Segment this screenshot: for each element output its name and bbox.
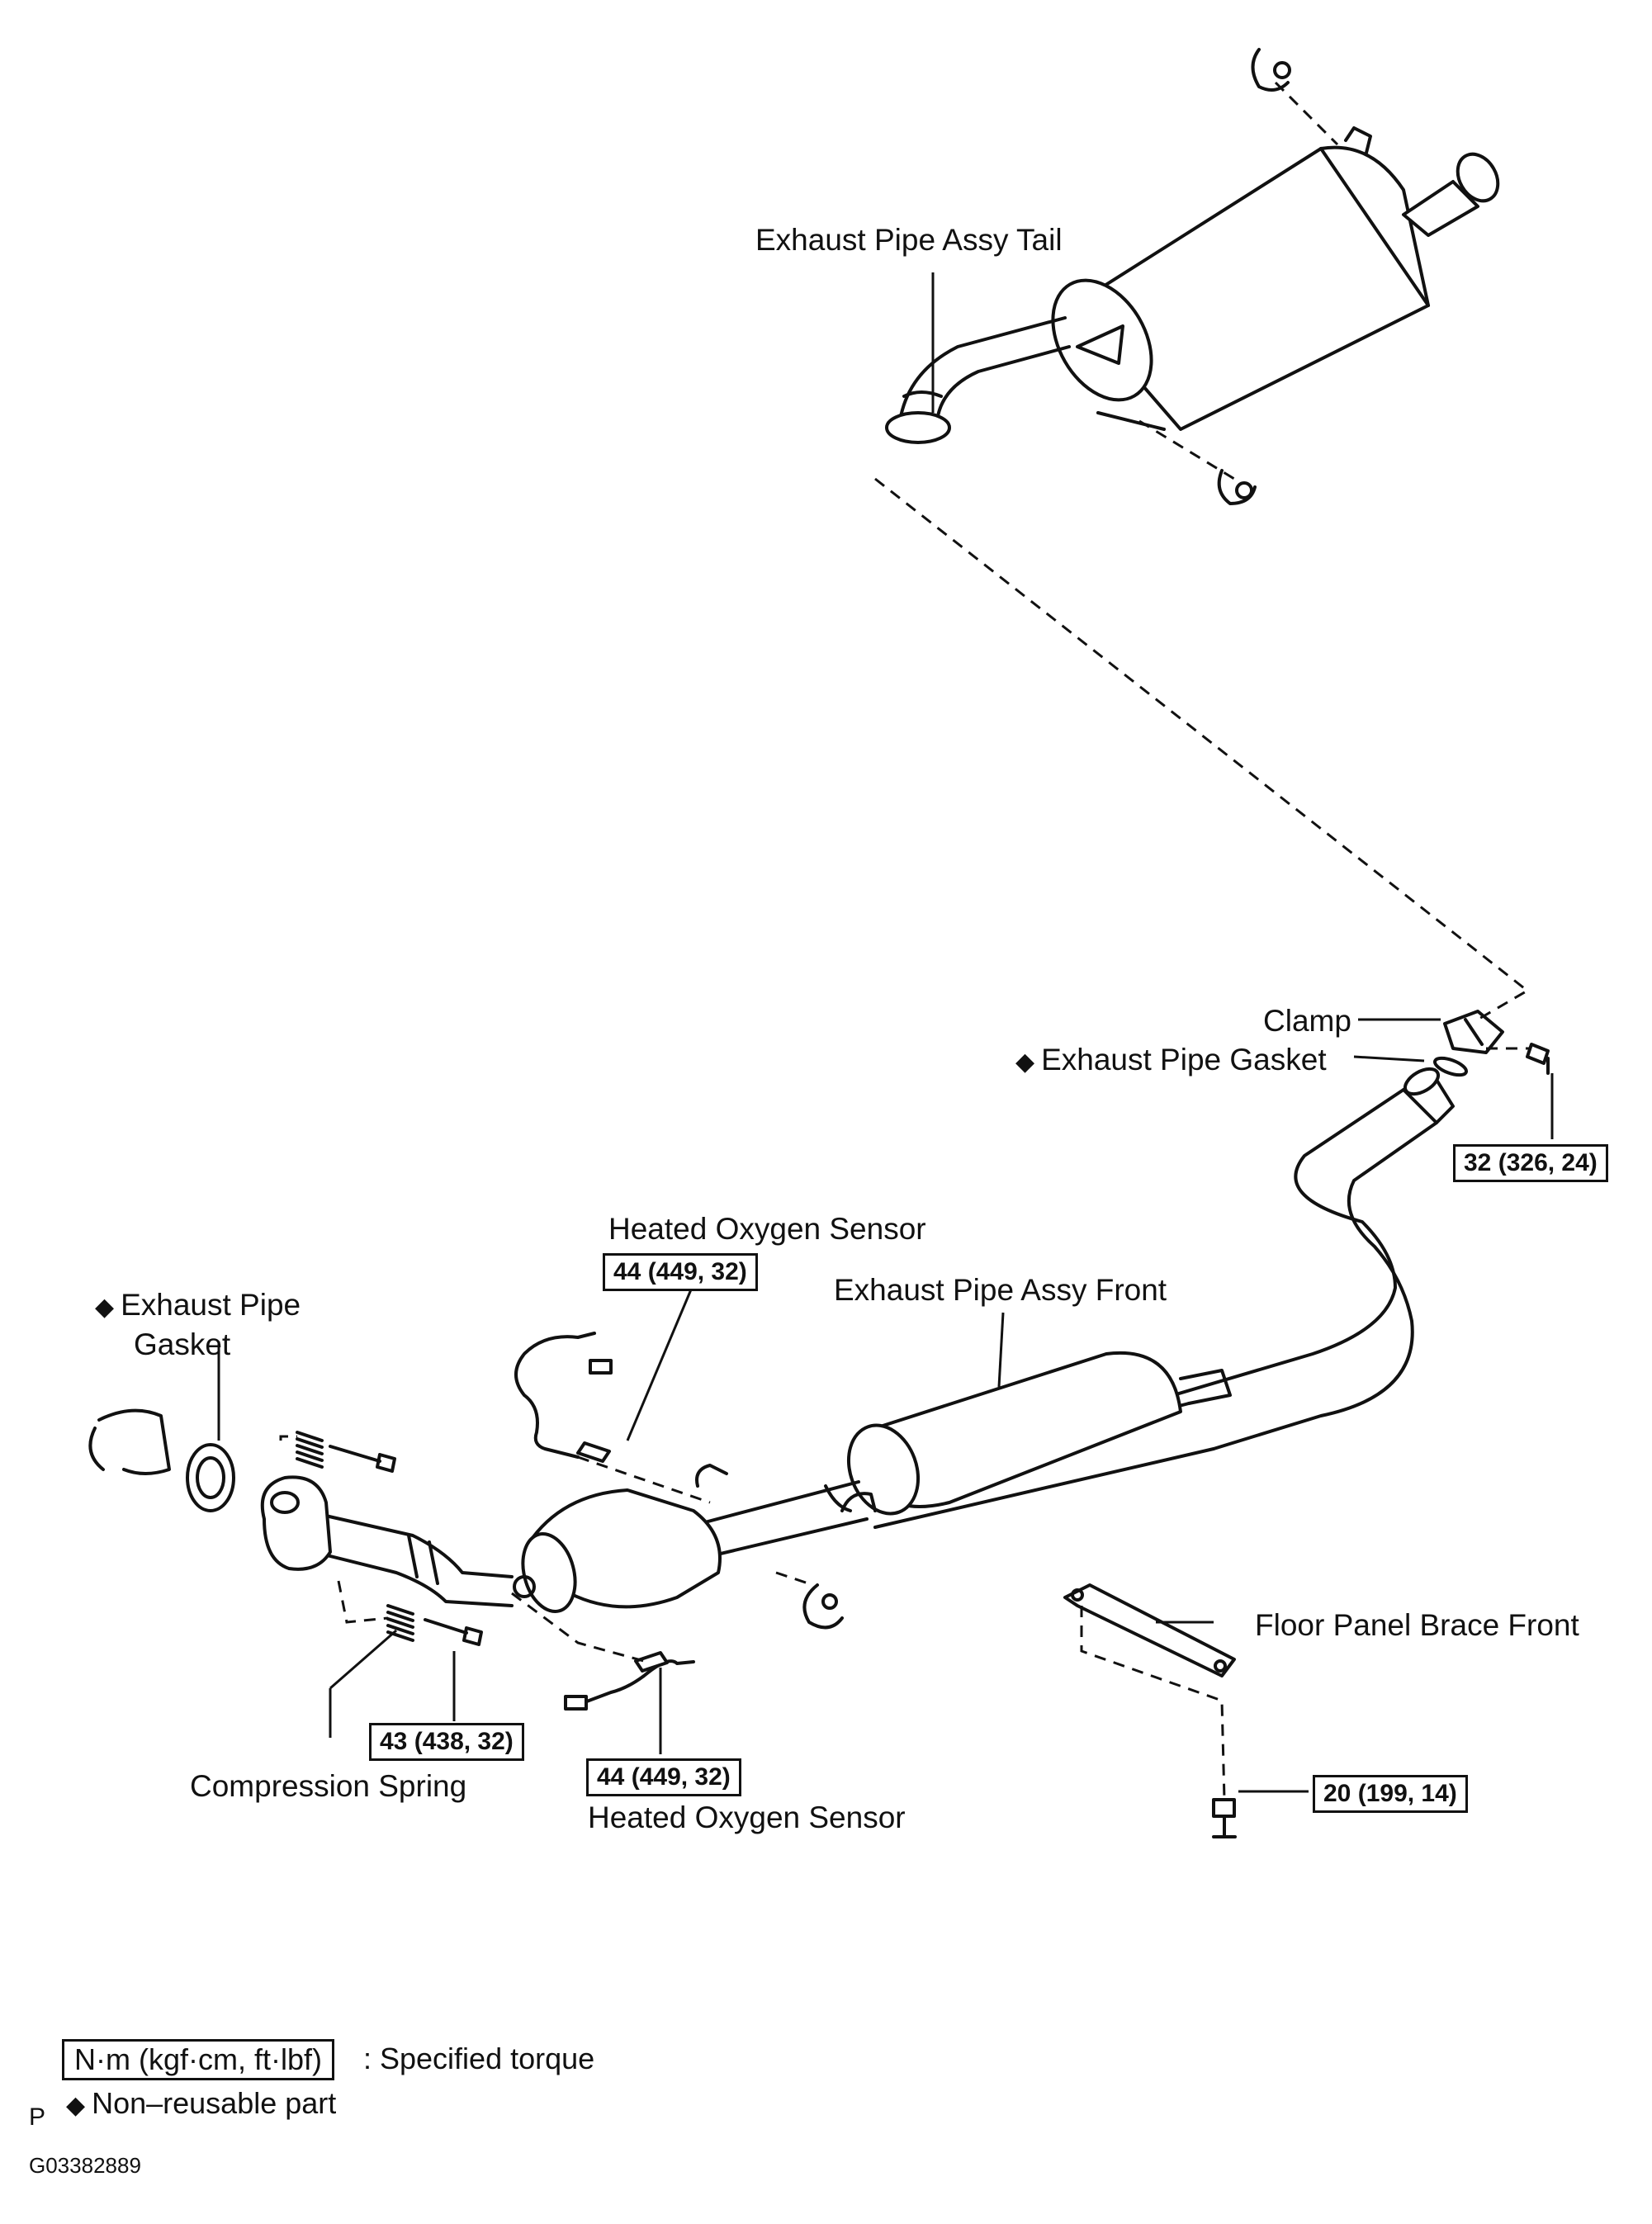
label-gasket-line2: Gasket — [134, 1327, 231, 1361]
torque-box-o2-lower: 44 (449, 32) — [586, 1758, 741, 1796]
non-reusable-mark: ◆ — [1015, 1048, 1035, 1076]
legend-torque-desc: : Specified torque — [363, 2042, 595, 2075]
legend-non-reusable: ◆Non–reusable part — [66, 2089, 336, 2118]
label-text: Exhaust Pipe — [121, 1288, 301, 1322]
front-pipe-hangers — [695, 1464, 877, 1630]
page-letter: P — [29, 2103, 46, 2131]
label-floor-panel-brace-front: Floor Panel Brace Front — [1255, 1608, 1579, 1642]
tail-muffler — [1051, 145, 1430, 431]
tail-outlet-pipe — [1402, 152, 1500, 237]
engine-manifold-stub — [88, 1408, 171, 1475]
non-reusable-mark: ◆ — [95, 1294, 115, 1321]
label-clamp: Clamp — [1263, 1004, 1351, 1038]
compression-springs — [296, 1431, 483, 1646]
o2-sensor-lower — [564, 1651, 695, 1711]
tail-inlet-pipe — [885, 316, 1071, 444]
label-compression-spring: Compression Spring — [190, 1769, 467, 1803]
legend-torque-box: N·m (kgf·cm, ft·lbf) — [62, 2039, 334, 2080]
front-down-pipe — [260, 1475, 514, 1607]
label-exhaust-pipe-assy-tail: Exhaust Pipe Assy Tail — [755, 223, 1063, 257]
front-gasket — [186, 1443, 235, 1512]
floor-brace — [1063, 1583, 1237, 1838]
o2-sensor-upper — [514, 1332, 613, 1463]
torque-box-clamp-bolt: 32 (326, 24) — [1453, 1144, 1608, 1182]
catalytic-converter — [513, 1488, 722, 1614]
center-resonator — [846, 1351, 1232, 1516]
front-mid-pipe — [700, 1480, 869, 1558]
label-text: Exhaust Pipe Gasket — [1041, 1043, 1327, 1077]
label-exhaust-pipe-gasket-front: ◆Exhaust Pipe — [95, 1289, 301, 1320]
clamp-part — [1433, 1010, 1550, 1077]
torque-box-brace-bolt: 20 (199, 14) — [1313, 1775, 1468, 1813]
label-exhaust-pipe-assy-front: Exhaust Pipe Assy Front — [834, 1273, 1167, 1307]
label-heated-oxygen-sensor-upper: Heated Oxygen Sensor — [608, 1212, 926, 1246]
figure-code: G03382889 — [29, 2153, 141, 2178]
torque-box-o2-upper: 44 (449, 32) — [603, 1253, 758, 1291]
legend-non-reusable-text: Non–reusable part — [92, 2086, 337, 2120]
label-exhaust-pipe-gasket-rear: ◆Exhaust Pipe Gasket — [1015, 1044, 1327, 1075]
label-heated-oxygen-sensor-lower: Heated Oxygen Sensor — [588, 1800, 906, 1834]
non-reusable-mark: ◆ — [66, 2092, 86, 2119]
torque-box-flange-bolt: 43 (438, 32) — [369, 1723, 524, 1761]
